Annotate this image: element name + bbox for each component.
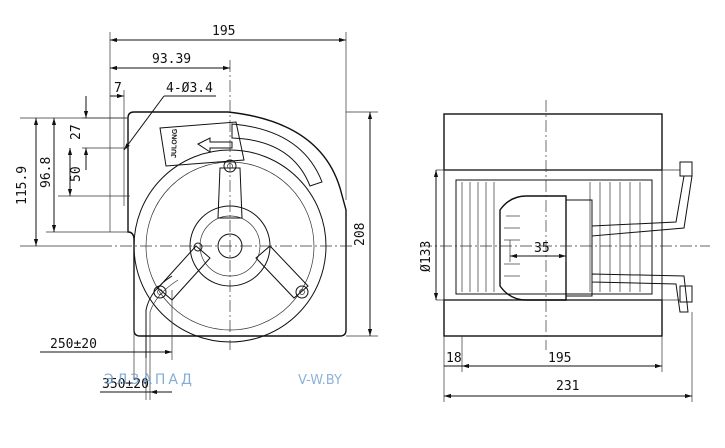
lower-bracket [591, 273, 689, 313]
mounting-bracket [591, 175, 693, 237]
casing-bottom [443, 299, 663, 337]
label-plate [159, 121, 245, 167]
brand-label: JULONG [171, 128, 179, 158]
mounting-arm-right [255, 245, 309, 299]
dim-body-length: 195 [548, 351, 571, 366]
dim-overall-width: 195 [212, 24, 235, 39]
dim-lead-length-1: 250±20 [50, 337, 97, 352]
dim-holes: 4-Ø3.4 [166, 81, 213, 96]
dim-overall-length: 231 [556, 379, 579, 394]
dim-hole-offset: 7 [114, 81, 122, 96]
housing-outline [127, 111, 347, 337]
dim-lead-length-2: 350±20 [102, 377, 149, 392]
side-view: Ø133 35 18 195 231 [419, 100, 710, 402]
scroll-curve [231, 123, 323, 187]
dim-height-2: 96.8 [39, 157, 54, 188]
mounting-arm-left [153, 245, 211, 301]
lead-wire-2 [149, 279, 179, 358]
airflow-arrow-icon [197, 137, 233, 153]
impeller-blades [461, 182, 641, 292]
dim-flange: 18 [446, 351, 462, 366]
front-view: JULONG 195 93.39 7 4-Ø3.4 27 50 [15, 24, 378, 400]
dim-center-offset: 93.39 [152, 52, 191, 67]
lead-wire [145, 275, 173, 358]
motor-body [499, 195, 567, 301]
dim-height-3: 50 [69, 166, 84, 182]
motor-end [565, 199, 593, 297]
dim-motor-offset: 35 [534, 241, 550, 256]
casing-top [443, 113, 663, 171]
dim-height-1: 115.9 [15, 166, 30, 205]
dim-diameter: Ø133 [419, 241, 434, 272]
watermark-site: V-W.BY [298, 373, 342, 388]
bolt-hole [193, 242, 203, 252]
watermark-brand: ЭЛЗАПАД [104, 372, 195, 388]
dim-overall-height: 208 [353, 223, 368, 246]
dim-hole-spacing-1: 27 [69, 124, 84, 140]
